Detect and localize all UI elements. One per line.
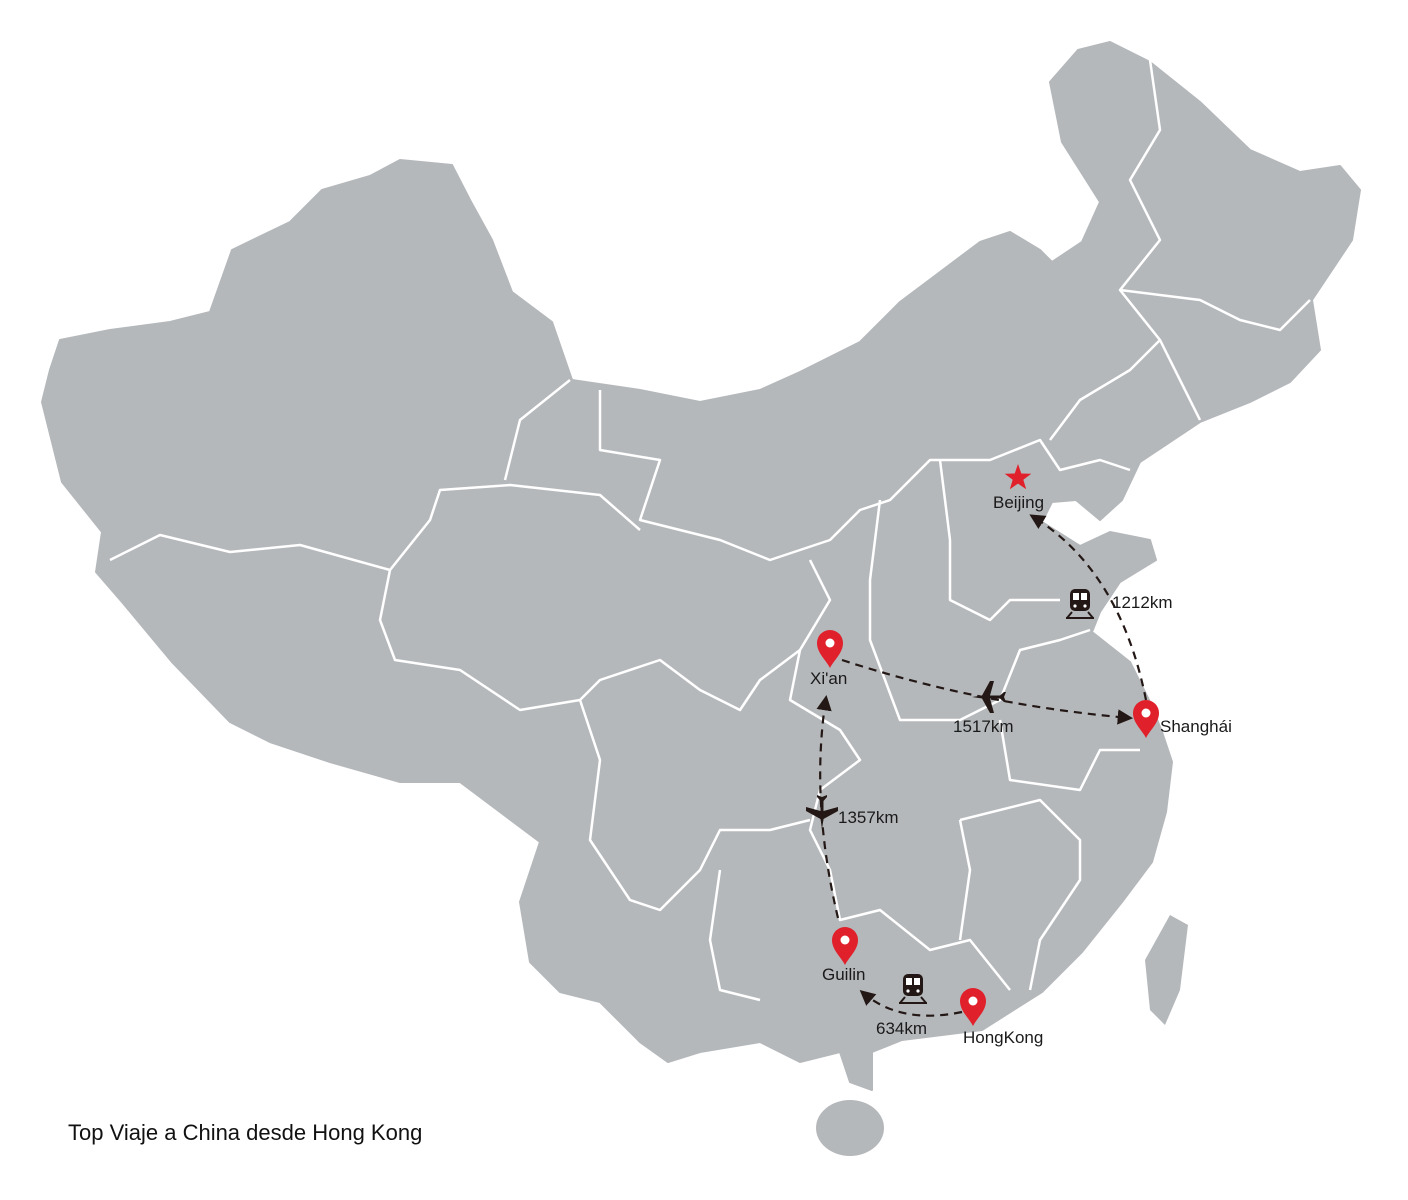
city-label-shanghai: Shanghái (1160, 717, 1232, 736)
map-title: Top Viaje a China desde Hong Kong (68, 1120, 423, 1145)
city-label-hongkong: HongKong (963, 1028, 1043, 1047)
city-label-guilin: Guilin (822, 965, 865, 984)
taiwan-island (1145, 915, 1188, 1025)
distance-label: 1357km (838, 808, 898, 827)
distance-label: 634km (876, 1019, 927, 1038)
city-label-xian: Xi'an (810, 669, 847, 688)
route-shanghai-beijing (1029, 514, 1148, 701)
route-hongkong-guilin (859, 989, 963, 1017)
province-borders (109, 59, 1311, 1002)
city-label-beijing: Beijing (993, 493, 1044, 512)
distance-label: 1517km (953, 717, 1013, 736)
star-icon (1004, 464, 1032, 490)
distance-label: 1212km (1112, 593, 1172, 612)
china-landmass (41, 41, 1361, 1091)
hainan-island (816, 1100, 884, 1156)
